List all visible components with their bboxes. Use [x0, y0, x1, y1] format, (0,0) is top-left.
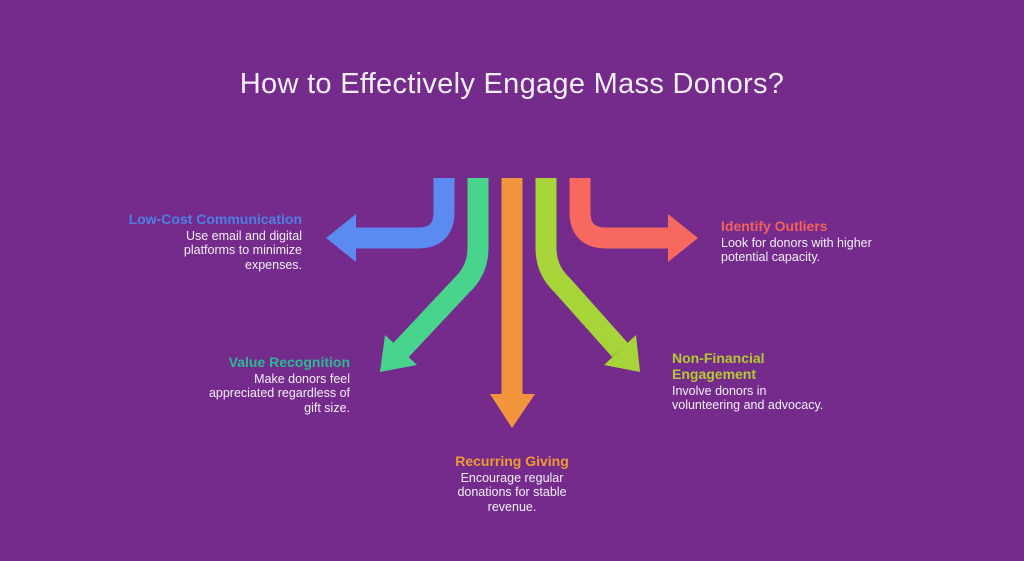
down-arrow-icon	[490, 178, 535, 428]
page-title: How to Effectively Engage Mass Donors?	[239, 68, 785, 100]
item-description: Look for donors with higher potential ca…	[721, 236, 872, 265]
item-description: Involve donors in volunteering and advoc…	[672, 384, 824, 413]
item-heading: Recurring Giving	[455, 453, 569, 469]
label-value-recognition: Value Recognition Make donors feel appre…	[165, 354, 350, 415]
down-left-arrow-icon	[380, 178, 489, 372]
item-heading: Non-Financial	[672, 350, 765, 366]
item-description: Encourage regular donations for stable r…	[457, 471, 567, 514]
label-identify-outliers: Identify Outliers Look for donors with h…	[721, 218, 906, 265]
item-heading: Low-Cost Communication	[128, 211, 302, 227]
item-description: Use email and digital platforms to minim…	[183, 229, 302, 272]
label-low-cost-communication: Low-Cost Communication Use email and dig…	[117, 211, 302, 272]
down-right-arrow-icon	[535, 178, 640, 372]
left-arrow-icon	[326, 178, 455, 262]
item-heading: Identify Outliers	[721, 218, 828, 234]
item-description: Make donors feel appreciated regardless …	[208, 372, 350, 415]
label-recurring-giving: Recurring Giving Encourage regular donat…	[412, 453, 612, 514]
item-heading: Value Recognition	[228, 354, 350, 370]
item-heading: Engagement	[672, 366, 757, 382]
label-non-financial-engagement: Non-Financial Engagement Involve donors …	[672, 350, 857, 413]
right-arrow-icon	[569, 178, 698, 262]
